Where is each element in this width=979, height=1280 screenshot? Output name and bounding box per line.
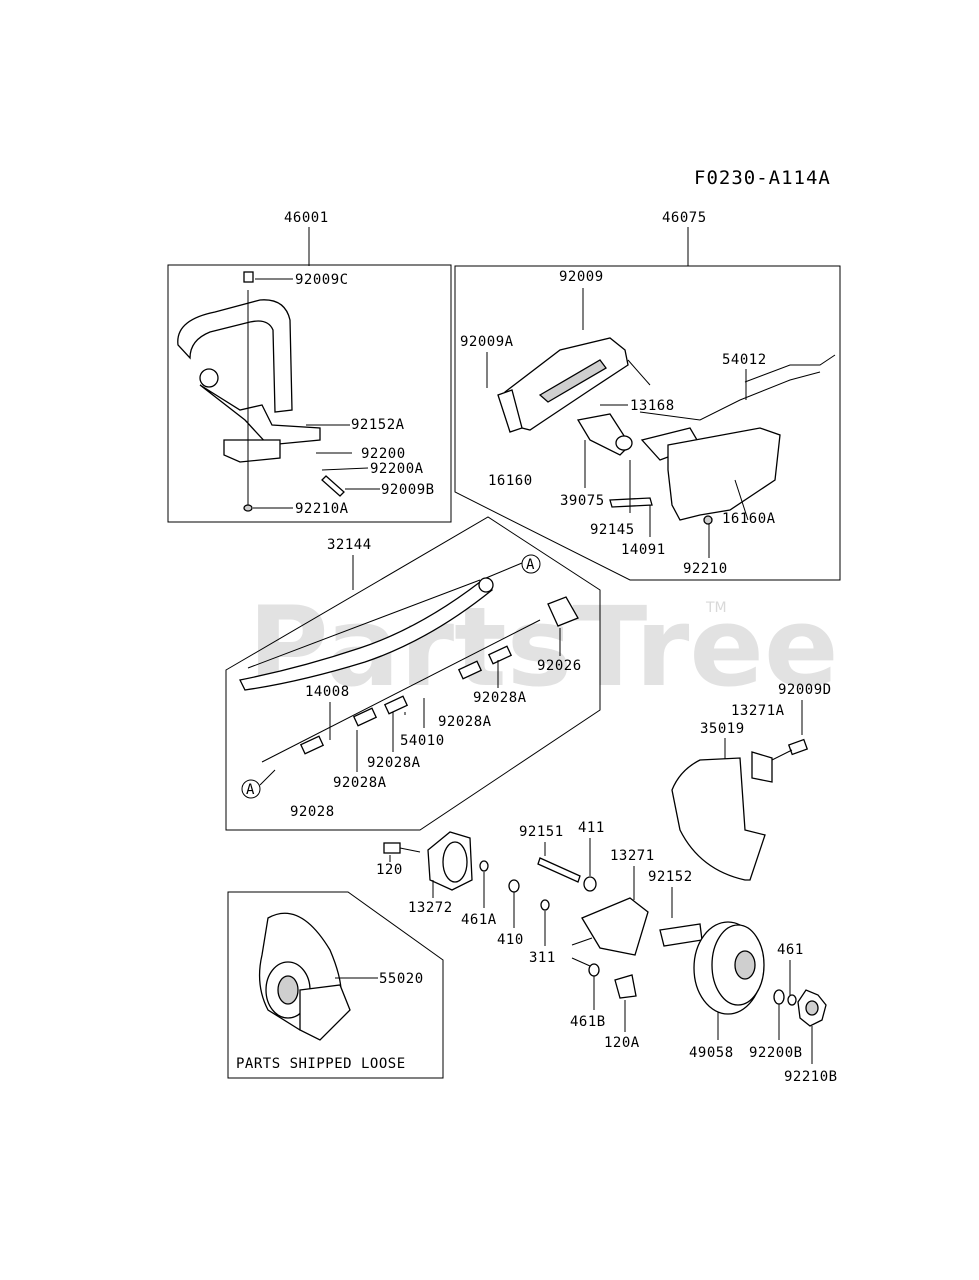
group-32144: 32144 A A 92026 92028A 14008 92028A (225, 516, 601, 831)
group-32144-box (225, 516, 601, 831)
svg-text:A: A (246, 782, 255, 798)
bolt-92151-drawing (537, 857, 581, 883)
part-label-32144[interactable]: 32144 (327, 537, 372, 553)
part-label-35019[interactable]: 35019 (700, 721, 745, 737)
part-label-92200A[interactable]: 92200A (370, 461, 424, 477)
part-label-13271[interactable]: 13271 (610, 848, 655, 864)
group-46075: 46075 92009 92009A 54012 13168 16160 3 (454, 210, 841, 581)
part-label-92028A-2[interactable]: 92028A (438, 714, 492, 730)
part-label-49058[interactable]: 49058 (689, 1045, 734, 1061)
control-housing-drawing (497, 318, 836, 525)
part-label-54010[interactable]: 54010 (400, 733, 445, 749)
part-label-13272[interactable]: 13272 (408, 900, 453, 916)
lower-assembly: 120 13272 461A 410 311 92151 411 13271 4… (376, 820, 838, 1085)
part-label-46001[interactable]: 46001 (284, 210, 329, 226)
watermark: PartsTree (248, 583, 839, 711)
part-label-16160[interactable]: 16160 (488, 473, 533, 489)
part-label-14008[interactable]: 14008 (305, 684, 350, 700)
part-label-92009A[interactable]: 92009A (460, 334, 514, 350)
callout-A-bottom (241, 779, 261, 799)
part-label-120A[interactable]: 120A (604, 1035, 640, 1051)
part-label-92210B[interactable]: 92210B (784, 1069, 838, 1085)
part-label-461B[interactable]: 461B (570, 1014, 606, 1030)
part-label-92026[interactable]: 92026 (537, 658, 582, 674)
guard-55020-drawing (258, 912, 351, 1041)
group-46001-box (167, 264, 452, 523)
callout-A-top (521, 554, 541, 574)
shield-35019-drawing (671, 757, 766, 881)
parts-shipped-loose-note: PARTS SHIPPED LOOSE (236, 1056, 406, 1072)
part-label-461[interactable]: 461 (777, 942, 804, 958)
part-label-92028A-1[interactable]: 92028A (473, 690, 527, 706)
part-label-55020[interactable]: 55020 (379, 971, 424, 987)
part-label-92009B[interactable]: 92009B (381, 482, 435, 498)
part-label-16160A[interactable]: 16160A (722, 511, 776, 527)
part-label-92210[interactable]: 92210 (683, 561, 728, 577)
parts-shipped-loose-box (227, 891, 444, 1079)
part-label-13168[interactable]: 13168 (630, 398, 675, 414)
part-label-92200B[interactable]: 92200B (749, 1045, 803, 1061)
axle-92152-drawing (659, 923, 703, 947)
shield-group: 92009D 13271A 35019 (671, 682, 832, 881)
part-label-120[interactable]: 120 (376, 862, 403, 878)
part-label-13271A[interactable]: 13271A (731, 703, 785, 719)
group-46075-box (454, 265, 841, 581)
part-label-54012[interactable]: 54012 (722, 352, 767, 368)
part-label-92009C[interactable]: 92009C (295, 272, 349, 288)
part-label-92210A[interactable]: 92210A (295, 501, 349, 517)
part-label-92028A-3[interactable]: 92028A (367, 755, 421, 771)
plate-13271-drawing (581, 897, 649, 956)
part-label-411[interactable]: 411 (578, 820, 605, 836)
watermark-trademark: TM (705, 600, 727, 616)
part-label-92009[interactable]: 92009 (559, 269, 604, 285)
group-46001: 46001 92009C 92152A 92200 92200A 92009B … (167, 210, 452, 523)
part-label-92028[interactable]: 92028 (290, 804, 335, 820)
part-label-46075[interactable]: 46075 (662, 210, 707, 226)
part-label-92009D[interactable]: 92009D (778, 682, 832, 698)
part-label-92200[interactable]: 92200 (361, 446, 406, 462)
part-label-311[interactable]: 311 (529, 950, 556, 966)
part-label-92028A-4[interactable]: 92028A (333, 775, 387, 791)
part-label-410[interactable]: 410 (497, 932, 524, 948)
part-label-92151[interactable]: 92151 (519, 824, 564, 840)
parts-shipped-loose-group: 55020 PARTS SHIPPED LOOSE (227, 891, 444, 1079)
diagram-code: F0230-A114A (694, 167, 831, 189)
cable-tube-drawing (239, 562, 579, 763)
lever-handle-drawing (177, 271, 345, 512)
part-label-92152[interactable]: 92152 (648, 869, 693, 885)
part-label-92145[interactable]: 92145 (590, 522, 635, 538)
part-label-14091[interactable]: 14091 (621, 542, 666, 558)
part-label-39075[interactable]: 39075 (560, 493, 605, 509)
svg-text:A: A (526, 557, 535, 573)
part-label-461A[interactable]: 461A (461, 912, 497, 928)
part-label-92152A[interactable]: 92152A (351, 417, 405, 433)
